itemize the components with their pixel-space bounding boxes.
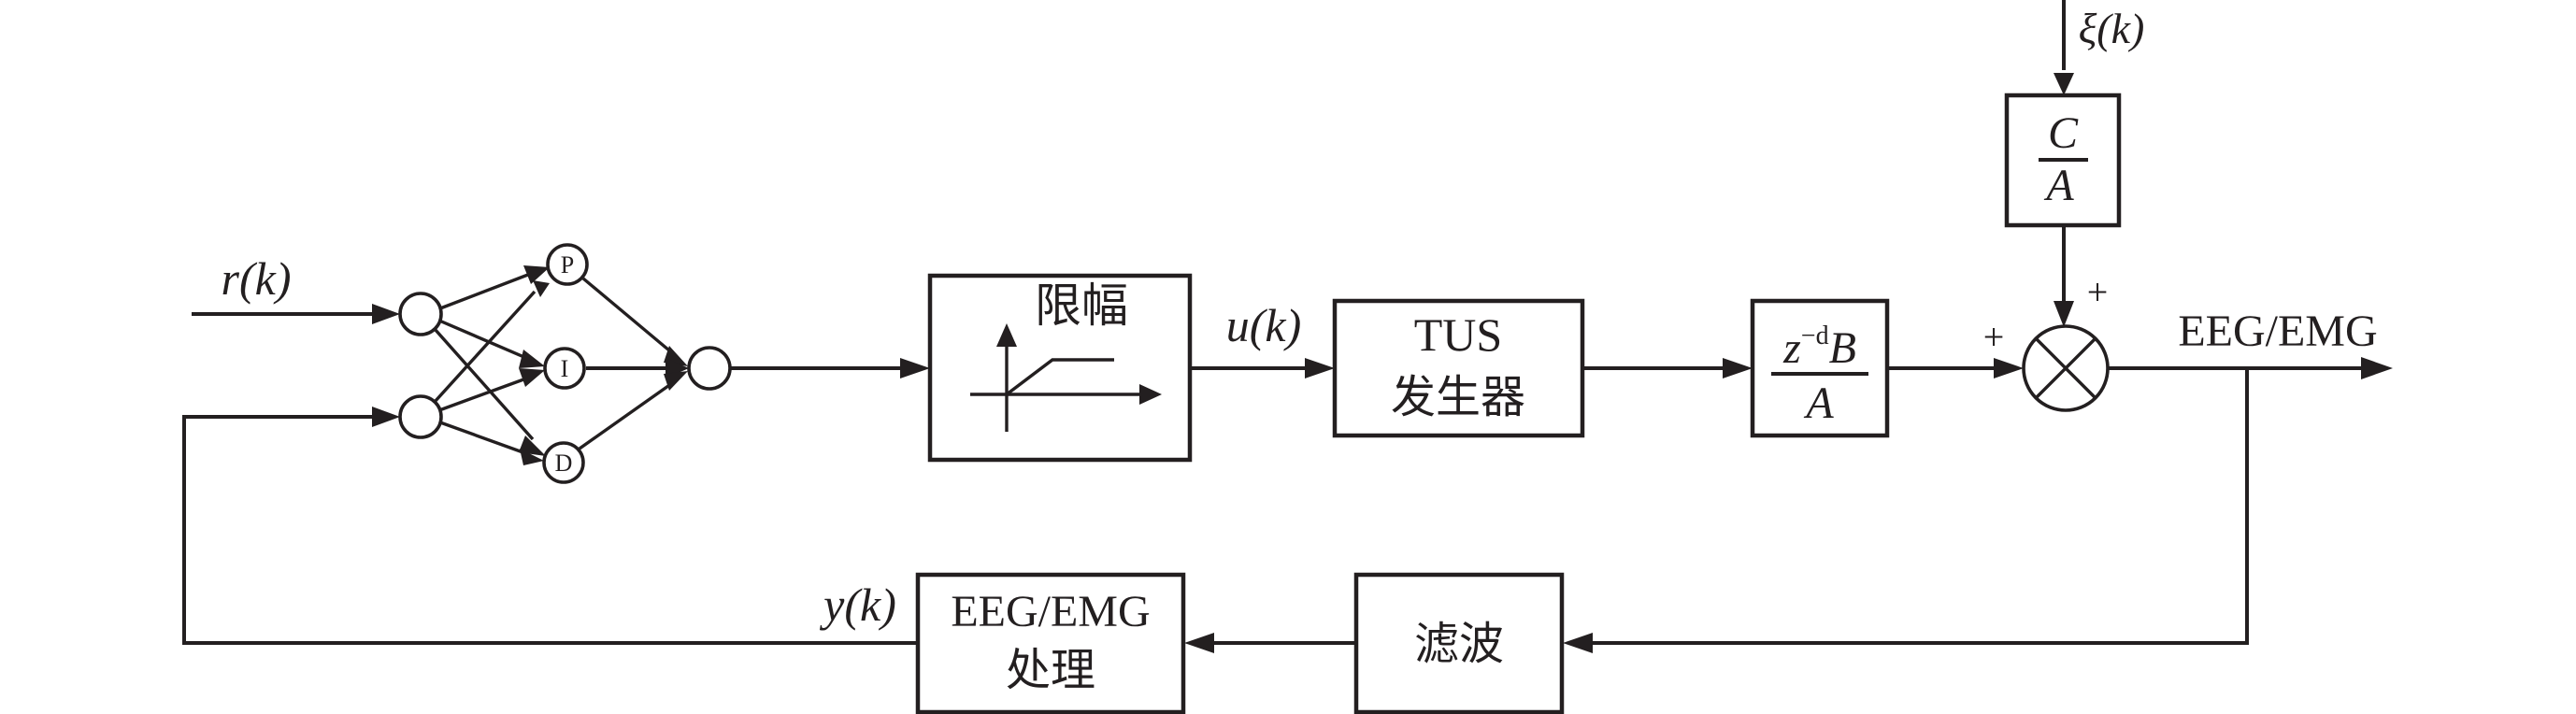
feedback-branch-line [1591,368,2249,645]
saturation-curve [1005,358,1114,396]
plant-block: z−dB A [1750,298,1890,438]
hidden-neuron-p: P [546,243,589,286]
connection-p-out [581,277,677,357]
noise-filter-block: C A [2004,93,2122,228]
filter-box [1353,572,1565,714]
processing-label-line1: EEG/EMG [951,587,1150,636]
feedback-line-to-network [182,415,918,645]
saturation-x-axis-arrowhead [1139,384,1162,405]
sum-junction-cross-2 [2034,336,2097,400]
sum-top-sign: + [2087,271,2109,313]
connection-in1-i [438,319,527,360]
hidden-neuron-p-label: P [561,251,574,278]
plant-input-arrowhead [1723,358,1753,378]
sum-left-sign: + [1983,316,2005,358]
reference-signal-label: r(k) [222,252,292,305]
saturation-y-axis-arrowhead [996,323,1017,347]
noise-filter-numerator: C [2048,108,2079,158]
plant-box [1750,298,1890,438]
tus-input-arrowhead [1305,358,1335,378]
input-to-hidden-connections [433,265,550,465]
sum-junction [2022,324,2110,412]
plant-numerator-tail: B [1829,323,1856,373]
input-neuron-reference [398,292,443,336]
control-signal-label: u(k) [1226,299,1302,351]
limiter-input-arrowhead [900,358,930,378]
feedback-arrowhead [372,407,400,427]
hidden-neuron-p-circle [546,243,589,286]
plant-numerator: z−dB [1782,321,1856,373]
tus-generator-block: TUS 发生器 [1332,298,1585,438]
filter-label: 滤波 [1414,618,1504,670]
sum-left-arrowhead [1994,358,2024,378]
arrowhead-to-d-2 [520,449,544,465]
noise-signal-label: ξ(k) [2079,5,2145,52]
processing-input-arrowhead [1184,633,1214,653]
saturation-curve-icon [970,323,1162,432]
connection-in2-d [439,421,529,456]
output-neuron [687,346,732,391]
hidden-neuron-d: D [542,441,585,484]
arrowhead-to-i-2 [519,368,545,387]
feedback-signal-label: y(k) [819,578,896,631]
connection-in1-d [433,327,535,441]
hidden-to-output-connections [579,277,689,450]
noise-arrowhead [2054,73,2074,95]
connection-d-out [579,379,676,450]
tus-generator-box [1332,298,1585,438]
hidden-neuron-i-circle [543,347,586,390]
processing-label-line2: 处理 [1006,644,1095,696]
plant-numerator-base: z [1782,323,1801,373]
arrowhead-to-i [519,350,545,368]
plant-denominator: A [1803,378,1834,428]
limiter-label: 限幅 [1035,278,1128,333]
noise-filter-denominator: A [2043,161,2074,210]
hidden-neuron-i: I [543,347,586,390]
hidden-neuron-d-circle [542,441,585,484]
input-neuron-feedback [398,394,443,439]
connection-in2-p [433,290,537,404]
processing-box [915,572,1186,714]
limiter-block: 限幅 [927,273,1193,463]
output-signal-label: EEG/EMG [2178,307,2377,356]
plant-numerator-exponent: −d [1801,321,1829,350]
limiter-box [927,273,1193,463]
connection-in2-i [438,377,527,412]
output-arrowhead [2361,357,2393,379]
tus-generator-label-line2: 发生器 [1391,371,1525,423]
arrowhead-to-p [523,265,550,284]
hidden-neuron-d-label: D [555,450,573,477]
arrowhead-to-p-2 [533,280,550,297]
reference-arrowhead [372,304,400,324]
sum-top-arrowhead [2054,301,2074,327]
processing-block: EEG/EMG 处理 [915,572,1186,714]
filter-input-arrowhead [1563,633,1593,653]
hidden-neuron-i-label: I [561,355,569,382]
filter-block: 滤波 [1353,572,1565,714]
arrowhead-to-d [519,436,546,456]
arrowhead-d-out [664,371,688,391]
tus-generator-label-line1: TUS [1414,308,1502,361]
connection-in1-p [439,271,534,310]
